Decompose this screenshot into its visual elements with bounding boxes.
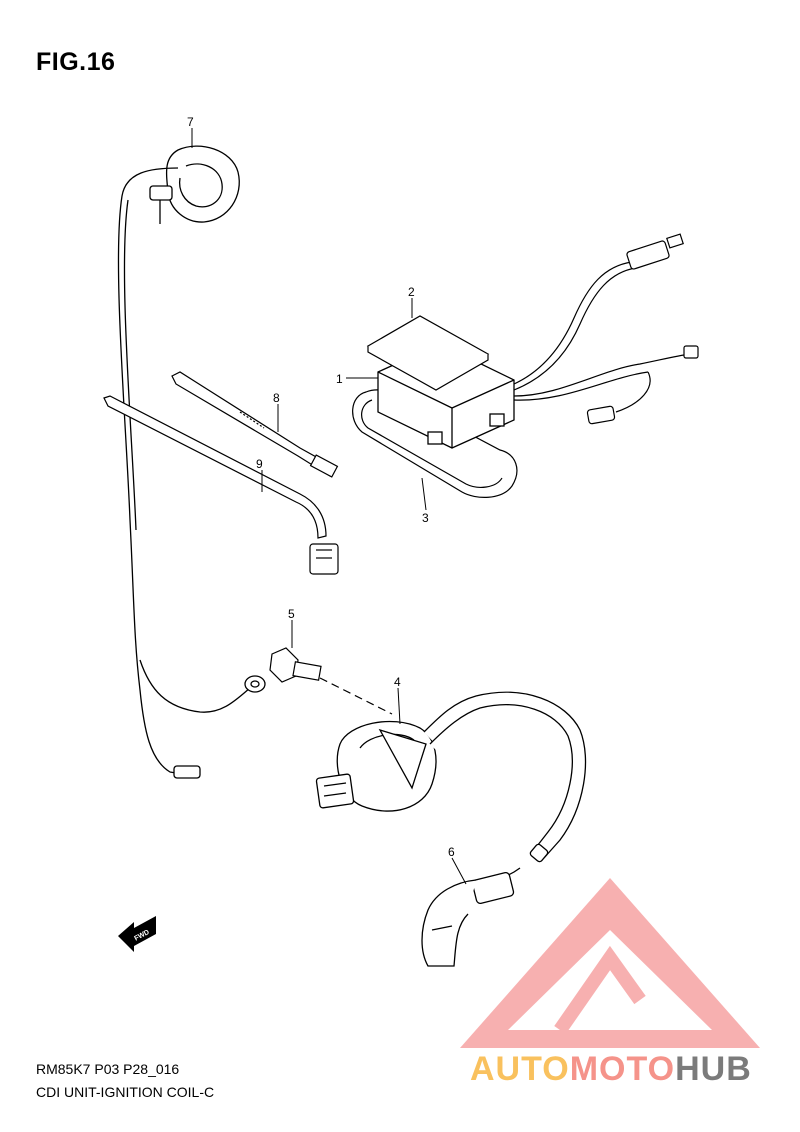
figure-title: FIG.16: [36, 48, 116, 76]
callout-4: 4: [394, 675, 401, 689]
part-5-bolt: [269, 647, 393, 715]
callout-3: 3: [422, 511, 429, 525]
part-2-pad: [366, 315, 490, 391]
fwd-arrow-icon: FWD: [118, 916, 156, 952]
figure-code: RM85K7 P03 P28_016: [36, 1061, 180, 1077]
watermark-logo-icon: [460, 878, 760, 1048]
watermark-wordmark: AUTOMOTOHUB: [470, 1050, 752, 1089]
part-9-harness-tie: [103, 395, 339, 575]
wordmark-hub: HUB: [675, 1050, 752, 1088]
wordmark-auto: AUTO: [470, 1050, 570, 1088]
wordmark-moto: MOTO: [569, 1050, 676, 1088]
cdi-wire-leads: [513, 233, 699, 425]
part-8-band: [171, 371, 339, 478]
callout-1: 1: [336, 372, 343, 386]
part-4-ignition-coil: [315, 691, 587, 863]
callout-2: 2: [408, 285, 415, 299]
figure-caption: CDI UNIT-IGNITION COIL-C: [36, 1084, 215, 1100]
part-6-plug-cap: [421, 867, 521, 967]
callout-8: 8: [273, 391, 280, 405]
callout-7: 7: [187, 115, 194, 129]
callout-9: 9: [256, 457, 263, 471]
callout-6: 6: [448, 845, 455, 859]
leader-lines: [191, 128, 467, 885]
part-7-pickup-coil: [117, 145, 266, 779]
callout-5: 5: [288, 607, 295, 621]
